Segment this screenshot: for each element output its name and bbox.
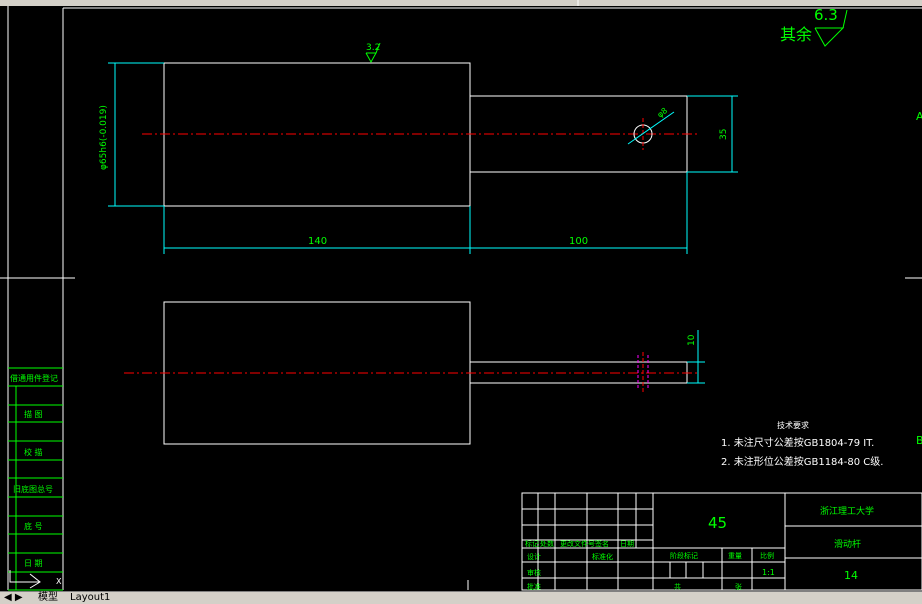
technical-requirements: 技术要求 1. 未注尺寸公差按GB1804-79 IT. 2. 未注形位公差按G… [721, 420, 883, 468]
tb-part-name: 滑动杆 [834, 538, 861, 550]
roughness-value-top: 3.2 [366, 43, 380, 53]
tb-header-stage: 阶段标记 [670, 551, 698, 560]
thickness-dimension-text: 10 [687, 334, 697, 346]
tb-header-qty: 处数 [540, 539, 554, 548]
tb-header-file: 更改文件号 [560, 539, 595, 548]
side-table-row: 校 描 [24, 447, 43, 457]
tb-drawing-number: 14 [844, 569, 858, 582]
thickness-dimension [687, 330, 705, 384]
tb-header-design: 设计 [527, 552, 541, 561]
tb-header-sign: 签名 [595, 539, 609, 548]
length-dimension-1: 140 [308, 236, 327, 247]
roughness-value: 6.3 [814, 6, 838, 24]
hole-section-lines [637, 355, 649, 390]
tab-layout1[interactable]: Layout1 [70, 592, 111, 603]
title-block-labels: 标记 处数 更改文件号 签名 日期 设计 标准化 审核 批准 阶段标记 重量 比… [525, 539, 774, 591]
side-table-row: 旧底图总号 [13, 484, 53, 494]
border-letter-a: A [916, 110, 922, 123]
side-table-row: 日 期 [24, 559, 43, 568]
roughness-note: 其余 6.3 [780, 6, 848, 47]
tab-model[interactable]: 模型 [38, 592, 58, 603]
tb-header-std: 标准化 [592, 552, 613, 561]
window-top-strip [0, 0, 922, 6]
side-table-row: 底 号 [24, 521, 43, 531]
side-table-row: 借通用件登记 [10, 373, 58, 383]
tb-header-check: 审核 [527, 568, 541, 577]
tab-nav-arrows[interactable]: ◀ ▶ [4, 592, 23, 603]
tb-header-count: 共 [674, 582, 681, 591]
side-table [8, 367, 63, 591]
tb-header-date: 日期 [620, 540, 634, 548]
tb-header-mark: 标记 [525, 539, 539, 548]
tb-scale: 1:1 [762, 568, 775, 577]
hole-dimension: φ8 [656, 106, 670, 120]
drawing-border [0, 0, 922, 590]
surface-roughness-top: 3.2 [365, 42, 381, 64]
layout-tabs-bar: ◀ ▶ 模型 Layout1 [0, 591, 922, 604]
length-dimension-2: 100 [569, 236, 588, 247]
tb-header-sheet: 张 [735, 582, 742, 591]
side-table-row: 描 图 [24, 409, 43, 419]
height-dimension [687, 95, 738, 173]
diameter-dimension-text: φ65h6(-0.019) [99, 105, 109, 170]
height-dimension-text: 35 [719, 129, 729, 140]
tb-material: 45 [708, 514, 727, 532]
tb-university: 浙江理工大学 [820, 505, 874, 517]
ucs-icon: X [9, 570, 62, 589]
tb-header-approve: 批准 [527, 582, 541, 591]
tech-title: 技术要求 [777, 420, 809, 430]
tb-header-ratio: 比例 [760, 551, 774, 560]
roughness-label: 其余 [780, 25, 812, 44]
tech-line-1: 1. 未注尺寸公差按GB1804-79 IT. [721, 436, 874, 449]
side-table-labels: 借通用件登记 描 图 校 描 旧底图总号 底 号 日 期 [10, 373, 58, 568]
diameter-dimension [108, 62, 164, 207]
tech-line-2: 2. 未注形位公差按GB1184-80 C级. [721, 455, 883, 468]
tb-header-weight: 重量 [728, 552, 742, 560]
length-dimensions [163, 172, 688, 254]
svg-text:X: X [56, 577, 62, 586]
title-block [521, 492, 922, 591]
border-letter-b: B [916, 434, 922, 447]
hole-symbol: φ8 [627, 106, 675, 150]
